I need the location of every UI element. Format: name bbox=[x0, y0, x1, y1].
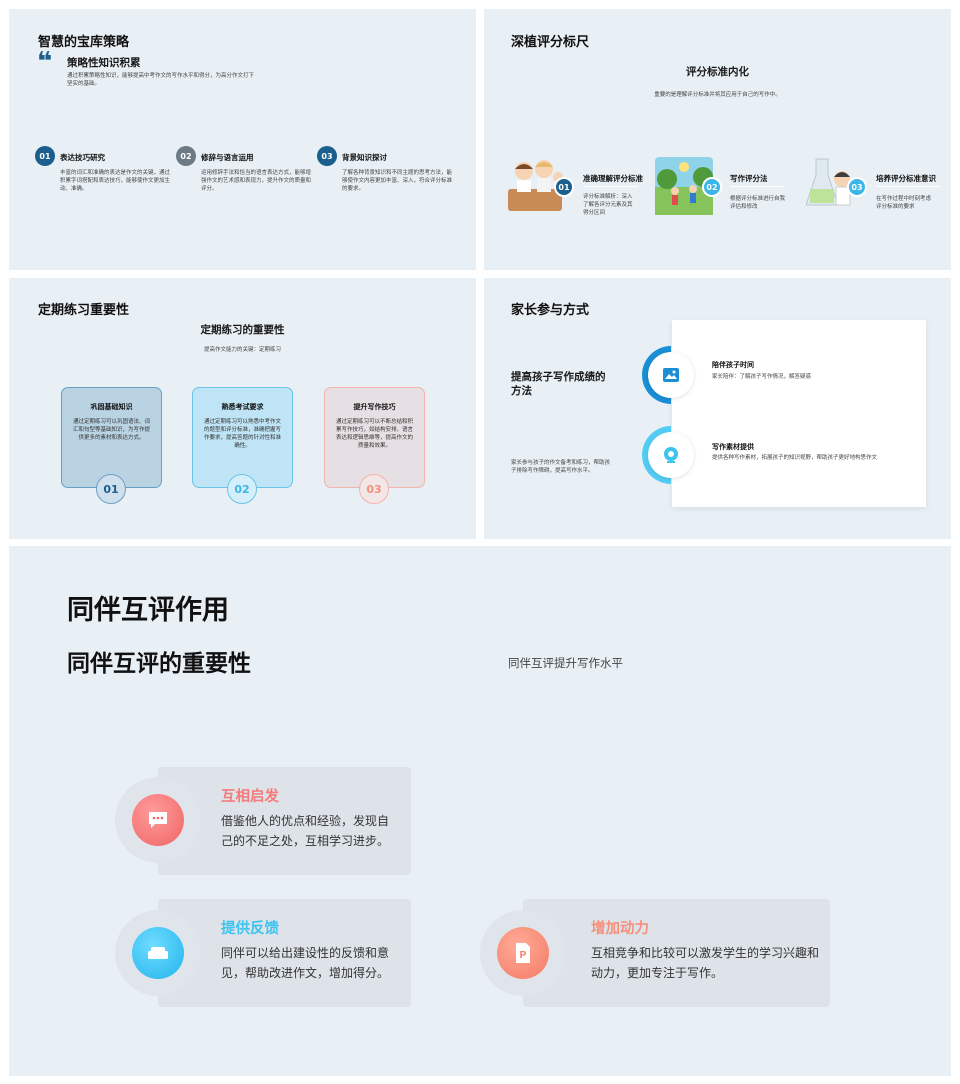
image-icon bbox=[648, 352, 694, 398]
item-title: 表达技巧研究 bbox=[60, 153, 105, 162]
item-title: 准确理解评分标准 bbox=[583, 174, 643, 183]
item-title: 修辞与语言运用 bbox=[201, 153, 254, 162]
card-title: 熟悉考试要求 bbox=[221, 403, 264, 411]
sofa-icon bbox=[132, 927, 184, 979]
item-title: 陪伴孩子时间 bbox=[712, 361, 754, 369]
item-desc: 运用修辞手法和恰当的语言表达方式，能够增强作文的艺术感和表现力，提升作文的质量和… bbox=[201, 170, 312, 192]
num-badge: 02 bbox=[176, 146, 196, 166]
card-desc: 通过定期练习可以熟悉中考作文的题型和评分标准，准确把握写作要求，提高答题的针对性… bbox=[203, 419, 281, 449]
divider bbox=[730, 186, 785, 187]
feature-desc: 互相竞争和比较可以激发学生的学习兴趣和动力，更加专注于写作。 bbox=[591, 946, 820, 980]
divider bbox=[583, 186, 638, 187]
item-desc: 丰富的词汇和准确的表达是作文的关键，通过积累字词搭配和表达技巧，能够使作文更加生… bbox=[60, 170, 171, 192]
item-desc: 了解各种背景知识和不同主题的思考方法，能够使作文内容更加丰富、深入，符合评分标准… bbox=[342, 170, 453, 192]
item-desc: 评分标准解析：深入了解各评分元素及其得分区间 bbox=[583, 194, 633, 216]
item-desc: 在写作过程中时刻考虑评分标准的要求 bbox=[876, 196, 932, 210]
content-panel bbox=[672, 320, 926, 507]
item-title: 背景知识探讨 bbox=[342, 153, 387, 162]
num-badge: 02 bbox=[702, 177, 722, 197]
chat-icon bbox=[132, 794, 184, 846]
card-number: 03 bbox=[359, 474, 389, 504]
slide-scoring: 深植评分标尺 评分标准内化 重要的是理解评分标准并将其应用于自己的写作中。 01… bbox=[484, 9, 951, 270]
card-number: 02 bbox=[227, 474, 257, 504]
slide-title: 智慧的宝库策略 bbox=[38, 35, 130, 50]
slide-peer-review: 同伴互评作用 同伴互评的重要性 同伴互评提升写作水平 互相启发 借鉴他人的优点和… bbox=[9, 546, 951, 1076]
card-title: 巩固基础知识 bbox=[90, 403, 133, 411]
feature-title: 提供反馈 bbox=[221, 921, 279, 937]
card-desc: 通过定期练习可以不断总结和积累写作技巧，如结构安排、语言表达和逻辑思维等，提高作… bbox=[335, 419, 413, 449]
slide-strategy: 智慧的宝库策略 ❝ 策略性知识积累 通过积累策略性知识，能够提高中考作文的写作水… bbox=[9, 9, 476, 270]
feature-title: 增加动力 bbox=[591, 921, 649, 937]
sub-title: 策略性知识积累 bbox=[67, 57, 141, 69]
item-title: 培养评分标准意识 bbox=[876, 174, 936, 183]
left-heading: 提高孩子写作成绩的方法 bbox=[511, 371, 606, 397]
feature-desc: 同伴可以给出建设性的反馈和意见，帮助改进作文，增加得分。 bbox=[221, 946, 390, 980]
file-p-icon: P bbox=[497, 927, 549, 979]
item-desc: 提供各种写作素材，拓展孩子的知识视野，帮助孩子更好地构思作文 bbox=[712, 455, 878, 461]
feature-box bbox=[523, 899, 830, 1007]
item-desc: 家长陪伴：了解孩子写作情况，解答疑惑 bbox=[712, 374, 812, 380]
slide-practice: 定期练习重要性 定期练习的重要性 提高作文能力的关键：定期练习 巩固基础知识 通… bbox=[9, 278, 476, 539]
sub-desc: 通过积累策略性知识，能够提高中考作文的写作水平和得分，为高分作文打下坚实的基础。 bbox=[67, 73, 255, 87]
slide-title: 深植评分标尺 bbox=[511, 35, 590, 50]
slide-title: 同伴互评作用 bbox=[67, 595, 229, 626]
slide-title: 家长参与方式 bbox=[511, 303, 590, 318]
practice-card: 巩固基础知识 通过定期练习可以巩固语法、词汇和句型等基础知识，为写作提供更多的素… bbox=[61, 387, 162, 488]
scientist-illustration bbox=[805, 155, 858, 215]
slide-parents: 家长参与方式 提高孩子写作成绩的方法 家长参与孩子的作文备考和练习，帮助孩子排除… bbox=[484, 278, 951, 539]
num-badge: 03 bbox=[317, 146, 337, 166]
svg-text:P: P bbox=[520, 950, 527, 961]
slide-title: 定期练习重要性 bbox=[38, 303, 130, 318]
num-badge: 01 bbox=[554, 177, 574, 197]
left-desc: 家长参与孩子的作文备考和练习，帮助孩子排除写作障碍，提高写作水平。 bbox=[511, 460, 611, 474]
item-title: 写作评分法 bbox=[730, 174, 768, 183]
num-badge: 03 bbox=[847, 177, 867, 197]
section-heading: 定期练习的重要性 bbox=[200, 324, 285, 336]
practice-card: 提升写作技巧 通过定期练习可以不断总结和积累写作技巧，如结构安排、语言表达和逻辑… bbox=[324, 387, 425, 488]
num-badge: 01 bbox=[35, 146, 55, 166]
slide-subtitle: 同伴互评的重要性 bbox=[67, 651, 251, 677]
divider bbox=[876, 186, 941, 187]
section-heading: 评分标准内化 bbox=[686, 66, 749, 78]
section-desc: 重要的是理解评分标准并将其应用于自己的写作中。 bbox=[654, 92, 781, 98]
item-title: 写作素材提供 bbox=[712, 443, 754, 451]
webcam-icon bbox=[648, 432, 694, 478]
item-desc: 根据评分标准进行自我评估和修改 bbox=[730, 196, 786, 210]
side-note: 同伴互评提升写作水平 bbox=[508, 656, 623, 670]
section-desc: 提高作文能力的关键：定期练习 bbox=[203, 347, 281, 353]
card-desc: 通过定期练习可以巩固语法、词汇和句型等基础知识，为写作提供更多的素材和表达方式。 bbox=[72, 419, 150, 441]
quote-icon: ❝ bbox=[37, 47, 53, 77]
feature-desc: 借鉴他人的优点和经验，发现自己的不足之处，互相学习进步。 bbox=[221, 814, 390, 848]
card-title: 提升写作技巧 bbox=[353, 403, 396, 411]
card-number: 01 bbox=[96, 474, 126, 504]
feature-title: 互相启发 bbox=[221, 789, 279, 805]
practice-card: 熟悉考试要求 通过定期练习可以熟悉中考作文的题型和评分标准，准确把握写作要求，提… bbox=[192, 387, 293, 488]
